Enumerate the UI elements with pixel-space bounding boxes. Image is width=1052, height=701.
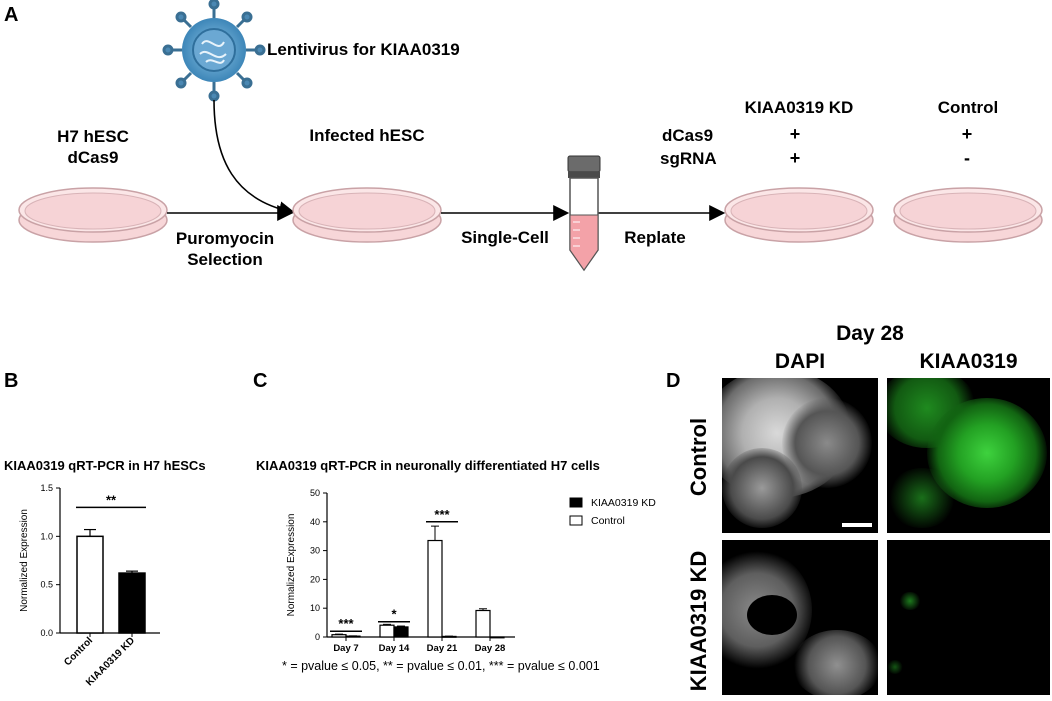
kd-sgrna-sign: + — [789, 148, 801, 168]
panel-b-letter: B — [4, 370, 19, 392]
chart-c-bar — [475, 609, 491, 638]
chart-b-ytick-label: 0.5 — [40, 580, 53, 590]
dish1-label-line1: H7 hESC — [57, 127, 129, 146]
chart-c-sig-label: * — [391, 607, 397, 622]
dish2-label: Infected hESC — [309, 126, 425, 145]
chart-c-ytick-label: 40 — [310, 517, 320, 527]
step-single-cell: Single-Cell — [461, 228, 549, 247]
chart-c-xtick-label: Day 21 — [427, 643, 458, 654]
step-puromycin: Puromyocin Selection — [160, 228, 290, 270]
chart-c-sig-label: *** — [338, 616, 354, 631]
chart-b-xtick-label: Control — [62, 635, 95, 668]
significance-footnote: * = pvalue ≤ 0.05, ** = pvalue ≤ 0.01, *… — [282, 659, 600, 673]
micrograph-kd-dapi — [722, 540, 878, 695]
chart-c-bar — [441, 635, 457, 638]
chart-c-ytick-label: 10 — [310, 603, 320, 613]
panel-d-title: Day 28 — [836, 322, 904, 345]
col-dapi: DAPI — [774, 350, 826, 373]
step-puromycin-line2: Selection — [187, 250, 263, 269]
workflow-diagram — [18, 0, 1043, 272]
micrograph-control-dapi — [722, 378, 878, 533]
chart-c-ytick-label: 30 — [310, 546, 320, 556]
chart-b-sig-label: ** — [106, 492, 117, 507]
kd-title: KIAA0319 KD — [744, 98, 854, 117]
chart-c-bar — [393, 626, 409, 638]
chart-c-legend-label: Control — [591, 515, 625, 527]
chart-c-ytick-label: 50 — [310, 488, 320, 498]
chart-b-bar — [76, 535, 104, 634]
chart-b-ylabel: Normalized Expression — [19, 509, 30, 612]
micrograph-control-kiaa0319 — [887, 378, 1050, 533]
chart-c-ylabel: Normalized Expression — [286, 514, 297, 617]
col-kiaa0319: KIAA0319 — [919, 350, 1018, 373]
chart-c-ytick-label: 20 — [310, 574, 320, 584]
chart-c: KIAA0319 qRT-PCR in neuronally different… — [256, 458, 656, 654]
chart-c-bar — [427, 539, 443, 638]
lentivirus-icon — [162, 0, 266, 102]
chart-c-legend-swatch — [569, 497, 583, 508]
chart-c-bar — [345, 635, 361, 638]
chart-c-title: KIAA0319 qRT-PCR in neuronally different… — [256, 458, 600, 473]
row-kd-label: KIAA0319 KD — [686, 550, 711, 692]
dish1-label-line2: dCas9 — [67, 148, 119, 167]
micrograph-kd-kiaa0319 — [887, 540, 1050, 695]
ctrl-dcas9-sign: + — [961, 124, 973, 144]
chart-c-xtick-label: Day 28 — [475, 643, 506, 654]
petri-dish-h7-hesc — [18, 187, 168, 243]
chart-c-legend-label: KIAA0319 KD — [591, 497, 656, 509]
scale-bar — [842, 523, 872, 527]
chart-c-xtick-label: Day 14 — [379, 643, 410, 654]
panel-d-letter: D — [666, 370, 681, 392]
conical-tube-icon — [567, 155, 601, 272]
ctrl-sgrna-sign: - — [964, 148, 970, 168]
chart-c-bar — [489, 636, 505, 639]
chart-b-bar — [118, 572, 146, 634]
chart-b: KIAA0319 qRT-PCR in H7 hESCs 0.0 0.5 1.0 1.5… — [4, 458, 206, 688]
chart-c-legend-swatch — [569, 515, 583, 526]
chart-b-ytick-label: 0.0 — [40, 628, 53, 638]
kd-dcas9-sign: + — [789, 124, 801, 144]
chart-b-ytick-label: 1.5 — [40, 483, 53, 493]
chart-c-bar — [331, 634, 347, 638]
control-title: Control — [937, 98, 999, 117]
petri-dish-infected-hesc — [292, 187, 442, 243]
step-replate: Replate — [624, 228, 686, 247]
panel-c-letter: C — [253, 370, 268, 392]
petri-dish-control — [893, 187, 1043, 243]
chart-b-title: KIAA0319 qRT-PCR in H7 hESCs — [4, 458, 206, 473]
chart-b-ytick-label: 1.0 — [40, 531, 53, 541]
petri-dish-kiaa0319-kd — [724, 187, 874, 243]
panel-a-letter: A — [4, 4, 19, 26]
chart-c-bar — [379, 624, 395, 638]
row-sgrna-label: sgRNA — [660, 149, 717, 168]
chart-c-xtick-label: Day 7 — [333, 643, 358, 654]
step-puromycin-line1: Puromyocin — [175, 229, 275, 248]
virus-label: Lentivirus for KIAA0319 — [267, 40, 460, 59]
chart-c-ytick-label: 0 — [315, 632, 320, 642]
row-control-label: Control — [686, 417, 711, 497]
row-dcas9-label: dCas9 — [662, 126, 714, 145]
dish1-label: H7 hESC dCas9 — [33, 126, 153, 168]
chart-c-sig-label: *** — [434, 507, 450, 522]
